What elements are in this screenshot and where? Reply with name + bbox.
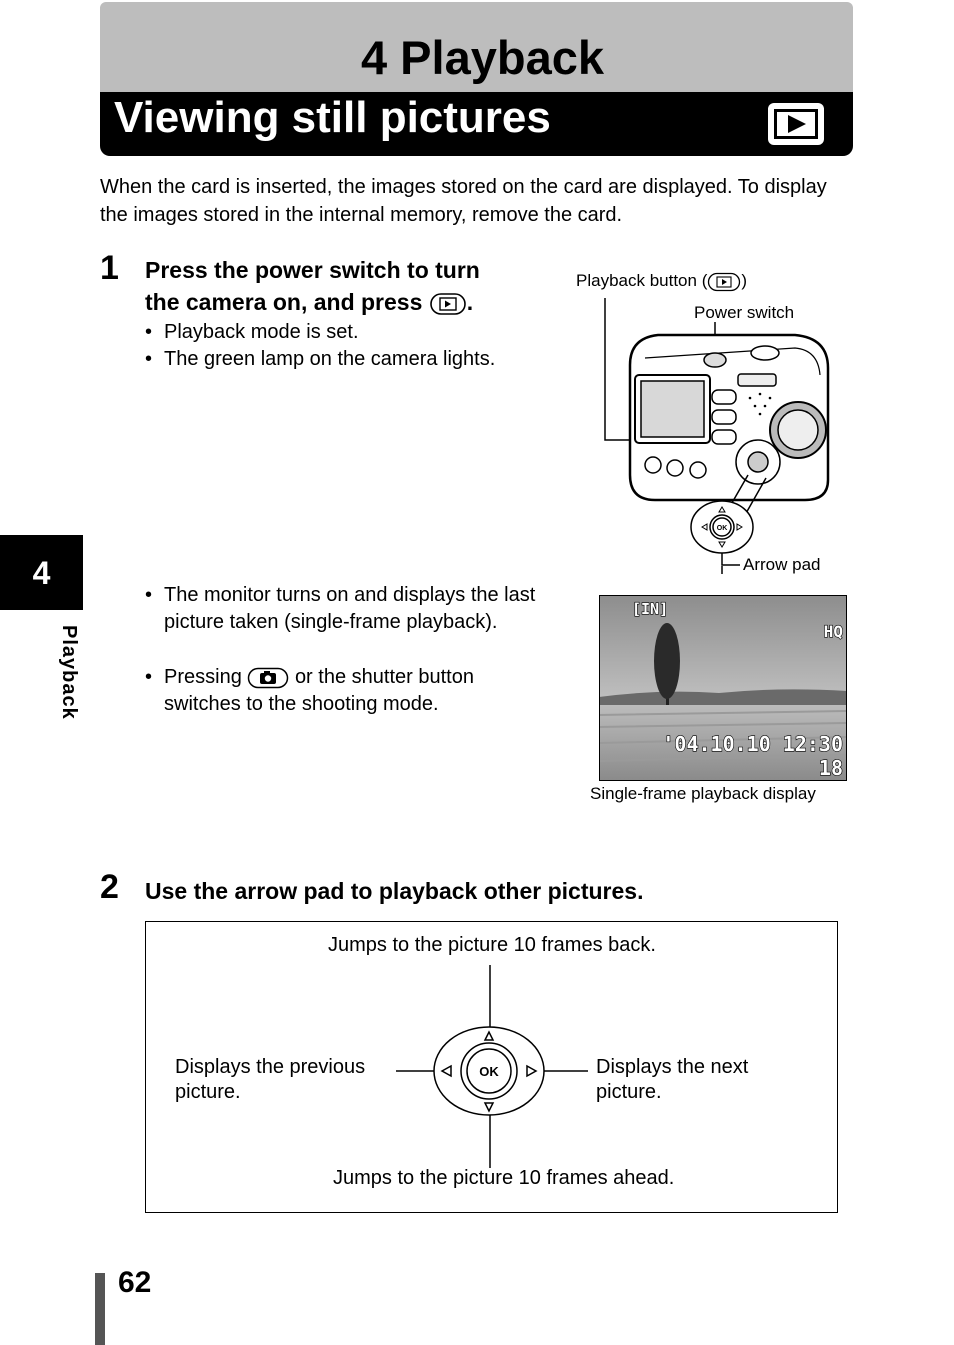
section-band bbox=[100, 92, 853, 156]
memory-indicator: [IN] bbox=[632, 600, 668, 618]
direction-up-text: Jumps to the picture 10 frames back. bbox=[328, 934, 656, 956]
right-arrow-icon bbox=[526, 1064, 538, 1078]
step-1-bullets: Playback mode is set. The green lamp on … bbox=[145, 319, 555, 373]
up-arrow-icon bbox=[483, 1030, 495, 1041]
camera-illustration: OK bbox=[604, 298, 830, 574]
playback-button-icon bbox=[429, 293, 466, 315]
left-arrow-icon bbox=[440, 1064, 452, 1078]
direction-left-text: Displays the previous picture. bbox=[175, 1056, 366, 1103]
arrow-pad-label: Arrow pad bbox=[743, 555, 821, 574]
playback-button-icon bbox=[708, 272, 741, 291]
step-1-heading-line1: Press the power switch to turn bbox=[145, 257, 480, 283]
ok-button-label: OK bbox=[717, 525, 728, 532]
bullet-item-pressing: Pressing or the shutter button switches … bbox=[145, 664, 550, 718]
ok-button-label: OK bbox=[479, 1064, 499, 1079]
step-1-heading-end: . bbox=[466, 289, 474, 315]
intro-text: When the card is inserted, the images st… bbox=[100, 176, 827, 226]
step-1-heading-line2: the camera on, and press bbox=[145, 289, 423, 315]
bullet-item: The green lamp on the camera lights. bbox=[145, 346, 555, 373]
step-1-number: 1 bbox=[100, 249, 119, 287]
chapter-band bbox=[100, 2, 853, 92]
section-title: Viewing still pictures bbox=[114, 93, 551, 142]
single-frame-playback-screen: [IN] HQ '04.10.10 12:30 18 bbox=[599, 595, 847, 781]
direction-right-text: Displays the next picture. bbox=[596, 1056, 749, 1103]
step-1-bullets-2: The monitor turns on and displays the la… bbox=[145, 582, 550, 718]
bullet-item: The monitor turns on and displays the la… bbox=[145, 582, 550, 636]
quality-indicator: HQ bbox=[824, 622, 843, 641]
step-2-heading: Use the arrow pad to playback other pict… bbox=[145, 878, 644, 904]
page-number-bar bbox=[95, 1273, 105, 1345]
playback-button-label: Playback button ( ) bbox=[576, 271, 748, 291]
chapter-tab bbox=[0, 535, 83, 610]
date-time-display: '04.10.10 12:30 bbox=[662, 732, 843, 756]
frame-number: 18 bbox=[819, 756, 843, 780]
bullet-item: Playback mode is set. bbox=[145, 319, 555, 346]
direction-down-text: Jumps to the picture 10 frames ahead. bbox=[333, 1167, 675, 1189]
arrow-pad-directions-box bbox=[145, 921, 838, 1213]
chapter-side-label: Playback bbox=[58, 625, 80, 720]
step-2-number: 2 bbox=[100, 868, 119, 906]
down-arrow-icon bbox=[483, 1102, 495, 1113]
page-number: 62 bbox=[118, 1266, 152, 1299]
arrow-pad-diagram: OK bbox=[396, 965, 588, 1168]
camera-mode-button-icon bbox=[248, 667, 289, 688]
chapter-title: 4 Playback bbox=[360, 31, 604, 84]
power-switch-label: Power switch bbox=[694, 303, 795, 322]
chapter-tab-number: 4 bbox=[32, 555, 51, 591]
playback-icon bbox=[768, 103, 824, 145]
photo-caption: Single-frame playback display bbox=[590, 784, 816, 803]
step-1-heading: Press the power switch to turn the camer… bbox=[145, 254, 565, 318]
